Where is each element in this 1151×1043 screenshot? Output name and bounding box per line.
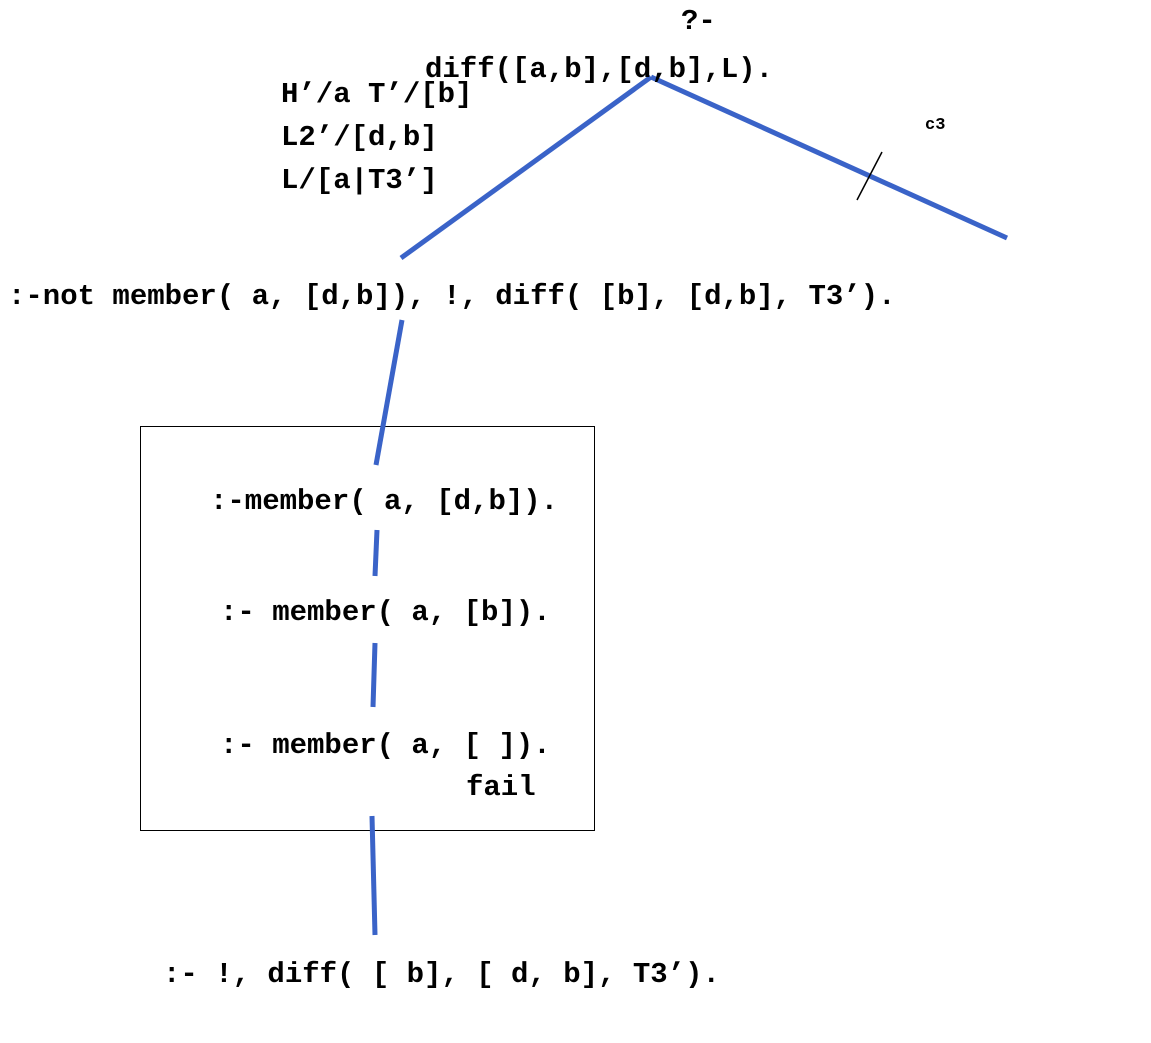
cut-branch-label: c3 [925,116,946,135]
negation-subproof-box [140,426,595,831]
branch-subproof-1 [373,319,405,466]
cut-mark [856,151,883,201]
goal-final: :- !, diff( [ b], [ d, b], T3’). [163,958,720,991]
branch-root-left [399,74,653,261]
substitution-line-3: L/[a|T3’] [281,164,438,197]
subproof-step-1: :-member( a, [d,b]). [210,485,559,518]
branch-to-final [369,815,378,936]
subproof-step-3: :- member( a, [ ]). [220,729,551,762]
branch-subproof-2 [372,529,380,577]
root-query: diff([a,b],[d,b],L). [425,53,774,86]
branch-subproof-3 [370,642,378,708]
substitution-line-1: H’/a T’/[b] [281,78,473,111]
branch-root-right [649,74,1009,241]
subproof-result: fail [466,771,536,804]
subproof-step-2: :- member( a, [b]). [220,596,551,629]
substitution-line-2: L2’/[d,b] [281,121,438,154]
root-prompt: ?- [681,5,716,38]
goal-level-1: :-not member( a, [d,b]), !, diff( [b], [… [8,280,896,313]
